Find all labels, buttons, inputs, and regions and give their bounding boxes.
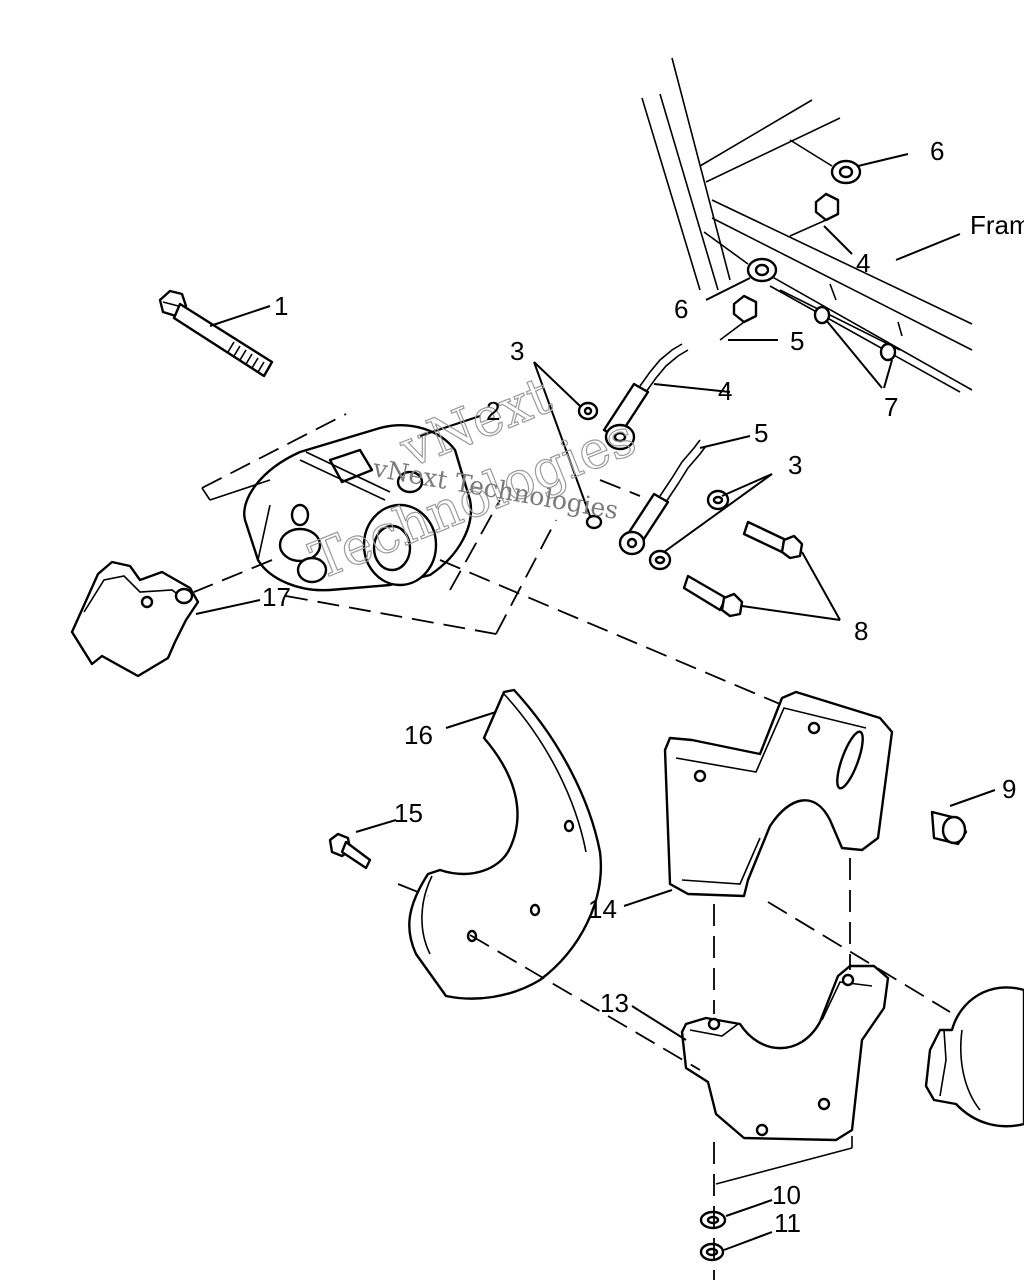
label-frame: Fram xyxy=(970,210,1024,240)
label-3b: 3 xyxy=(788,450,802,480)
bolt-part-1 xyxy=(158,289,274,378)
label-3a: 3 xyxy=(510,336,524,366)
frame xyxy=(641,57,973,393)
label-11: 11 xyxy=(774,1208,801,1238)
alignment-lines xyxy=(193,413,951,1280)
screw-part-15 xyxy=(328,832,372,870)
label-9: 9 xyxy=(1002,774,1016,804)
label-17: 17 xyxy=(262,582,291,612)
label-8: 8 xyxy=(854,616,868,646)
lower-bracket-part-13 xyxy=(680,964,890,1142)
label-14: 14 xyxy=(588,894,617,924)
label-5b: 5 xyxy=(790,326,804,356)
washers-part-3 xyxy=(577,401,730,571)
label-4b: 4 xyxy=(856,248,870,278)
bracket-part-14 xyxy=(663,690,894,898)
callout-labels: Fram 1 2 3 3 4 4 5 5 6 6 7 8 9 10 11 13 … xyxy=(262,136,1024,1238)
bushing-part-9 xyxy=(930,810,968,846)
label-2: 2 xyxy=(486,396,500,426)
label-7: 7 xyxy=(884,392,898,422)
disc-guard-part-16 xyxy=(408,688,603,1000)
caliper-part-2 xyxy=(243,424,473,592)
brake-lines xyxy=(602,139,903,556)
axle-housing xyxy=(924,986,1024,1128)
label-1: 1 xyxy=(274,291,288,321)
label-6a: 6 xyxy=(930,136,944,166)
label-13: 13 xyxy=(600,988,629,1018)
label-4a: 4 xyxy=(718,376,732,406)
label-6b: 6 xyxy=(674,294,688,324)
label-5a: 5 xyxy=(754,418,768,448)
leader-lines xyxy=(195,153,996,1251)
label-16: 16 xyxy=(404,720,433,750)
brake-pad-part-17 xyxy=(70,560,200,678)
washers-part-10-11 xyxy=(699,1210,727,1262)
label-10: 10 xyxy=(772,1180,801,1210)
label-15: 15 xyxy=(394,798,423,828)
bolts-part-8 xyxy=(682,520,804,618)
